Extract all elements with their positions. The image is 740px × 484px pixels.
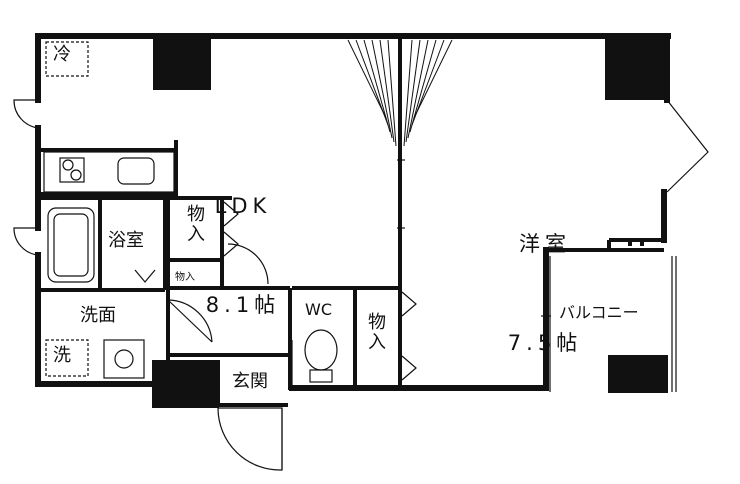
ldk-name: LDK <box>214 194 272 218</box>
appliance-boxes <box>45 41 89 377</box>
western-room-name: 洋室 <box>519 232 571 256</box>
doors <box>13 99 709 471</box>
ldk-label: LDK 8.1帖 <box>178 124 308 355</box>
balcony-label: バルコニー <box>559 303 639 322</box>
ldk-size: 8.1帖 <box>205 293 281 317</box>
storage-small-label: 物入 <box>175 272 195 283</box>
refrigerator-label: 冷 <box>53 44 71 65</box>
storage-hall-label: 物入 <box>365 312 386 352</box>
thin-lines <box>43 151 677 392</box>
entrance-label: 玄関 <box>232 371 268 392</box>
partition-hatching <box>347 39 453 147</box>
bath-label: 浴室 <box>108 230 144 251</box>
toilet-label: WC <box>305 300 332 319</box>
walls <box>35 33 671 391</box>
storage-upper-label: 物入 <box>184 204 205 244</box>
columns <box>152 33 670 408</box>
interior-walls <box>38 38 664 407</box>
washer-label: 洗 <box>53 345 71 366</box>
western-room-label: 洋室 7.5帖 <box>480 162 610 393</box>
western-room-size: 7.5帖 <box>507 331 583 355</box>
small-marks <box>628 242 644 246</box>
washroom-label: 洗面 <box>80 305 116 326</box>
